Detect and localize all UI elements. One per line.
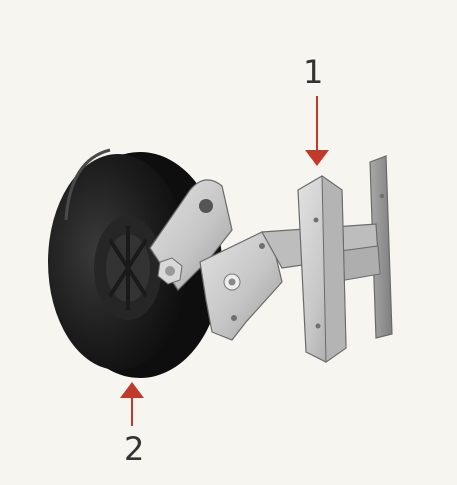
bracket-hole-3 bbox=[379, 193, 385, 199]
bracket-rear-upright bbox=[369, 155, 393, 339]
axle-bolt bbox=[165, 266, 175, 276]
mounting-bracket bbox=[261, 155, 393, 363]
arrow-1-head bbox=[305, 150, 329, 166]
callout-arrow-1 bbox=[305, 96, 329, 166]
fork-arm bbox=[149, 179, 233, 291]
bracket-hole-2 bbox=[315, 323, 321, 329]
callout-arrow-2 bbox=[120, 382, 144, 426]
hub-spokes bbox=[108, 226, 148, 310]
swivel-rivet-bottom bbox=[231, 315, 237, 321]
tire-highlight bbox=[64, 148, 111, 221]
bracket-hole-1 bbox=[313, 217, 319, 223]
callout-number-2: 2 bbox=[124, 430, 145, 468]
fork-hole bbox=[199, 199, 213, 213]
arrow-2-head bbox=[120, 382, 144, 398]
swivel-bolt-center bbox=[228, 278, 236, 286]
swivel-rivet-top bbox=[259, 243, 265, 249]
callout-number-1: 1 bbox=[303, 53, 324, 91]
bracket-front-flange bbox=[321, 175, 347, 363]
